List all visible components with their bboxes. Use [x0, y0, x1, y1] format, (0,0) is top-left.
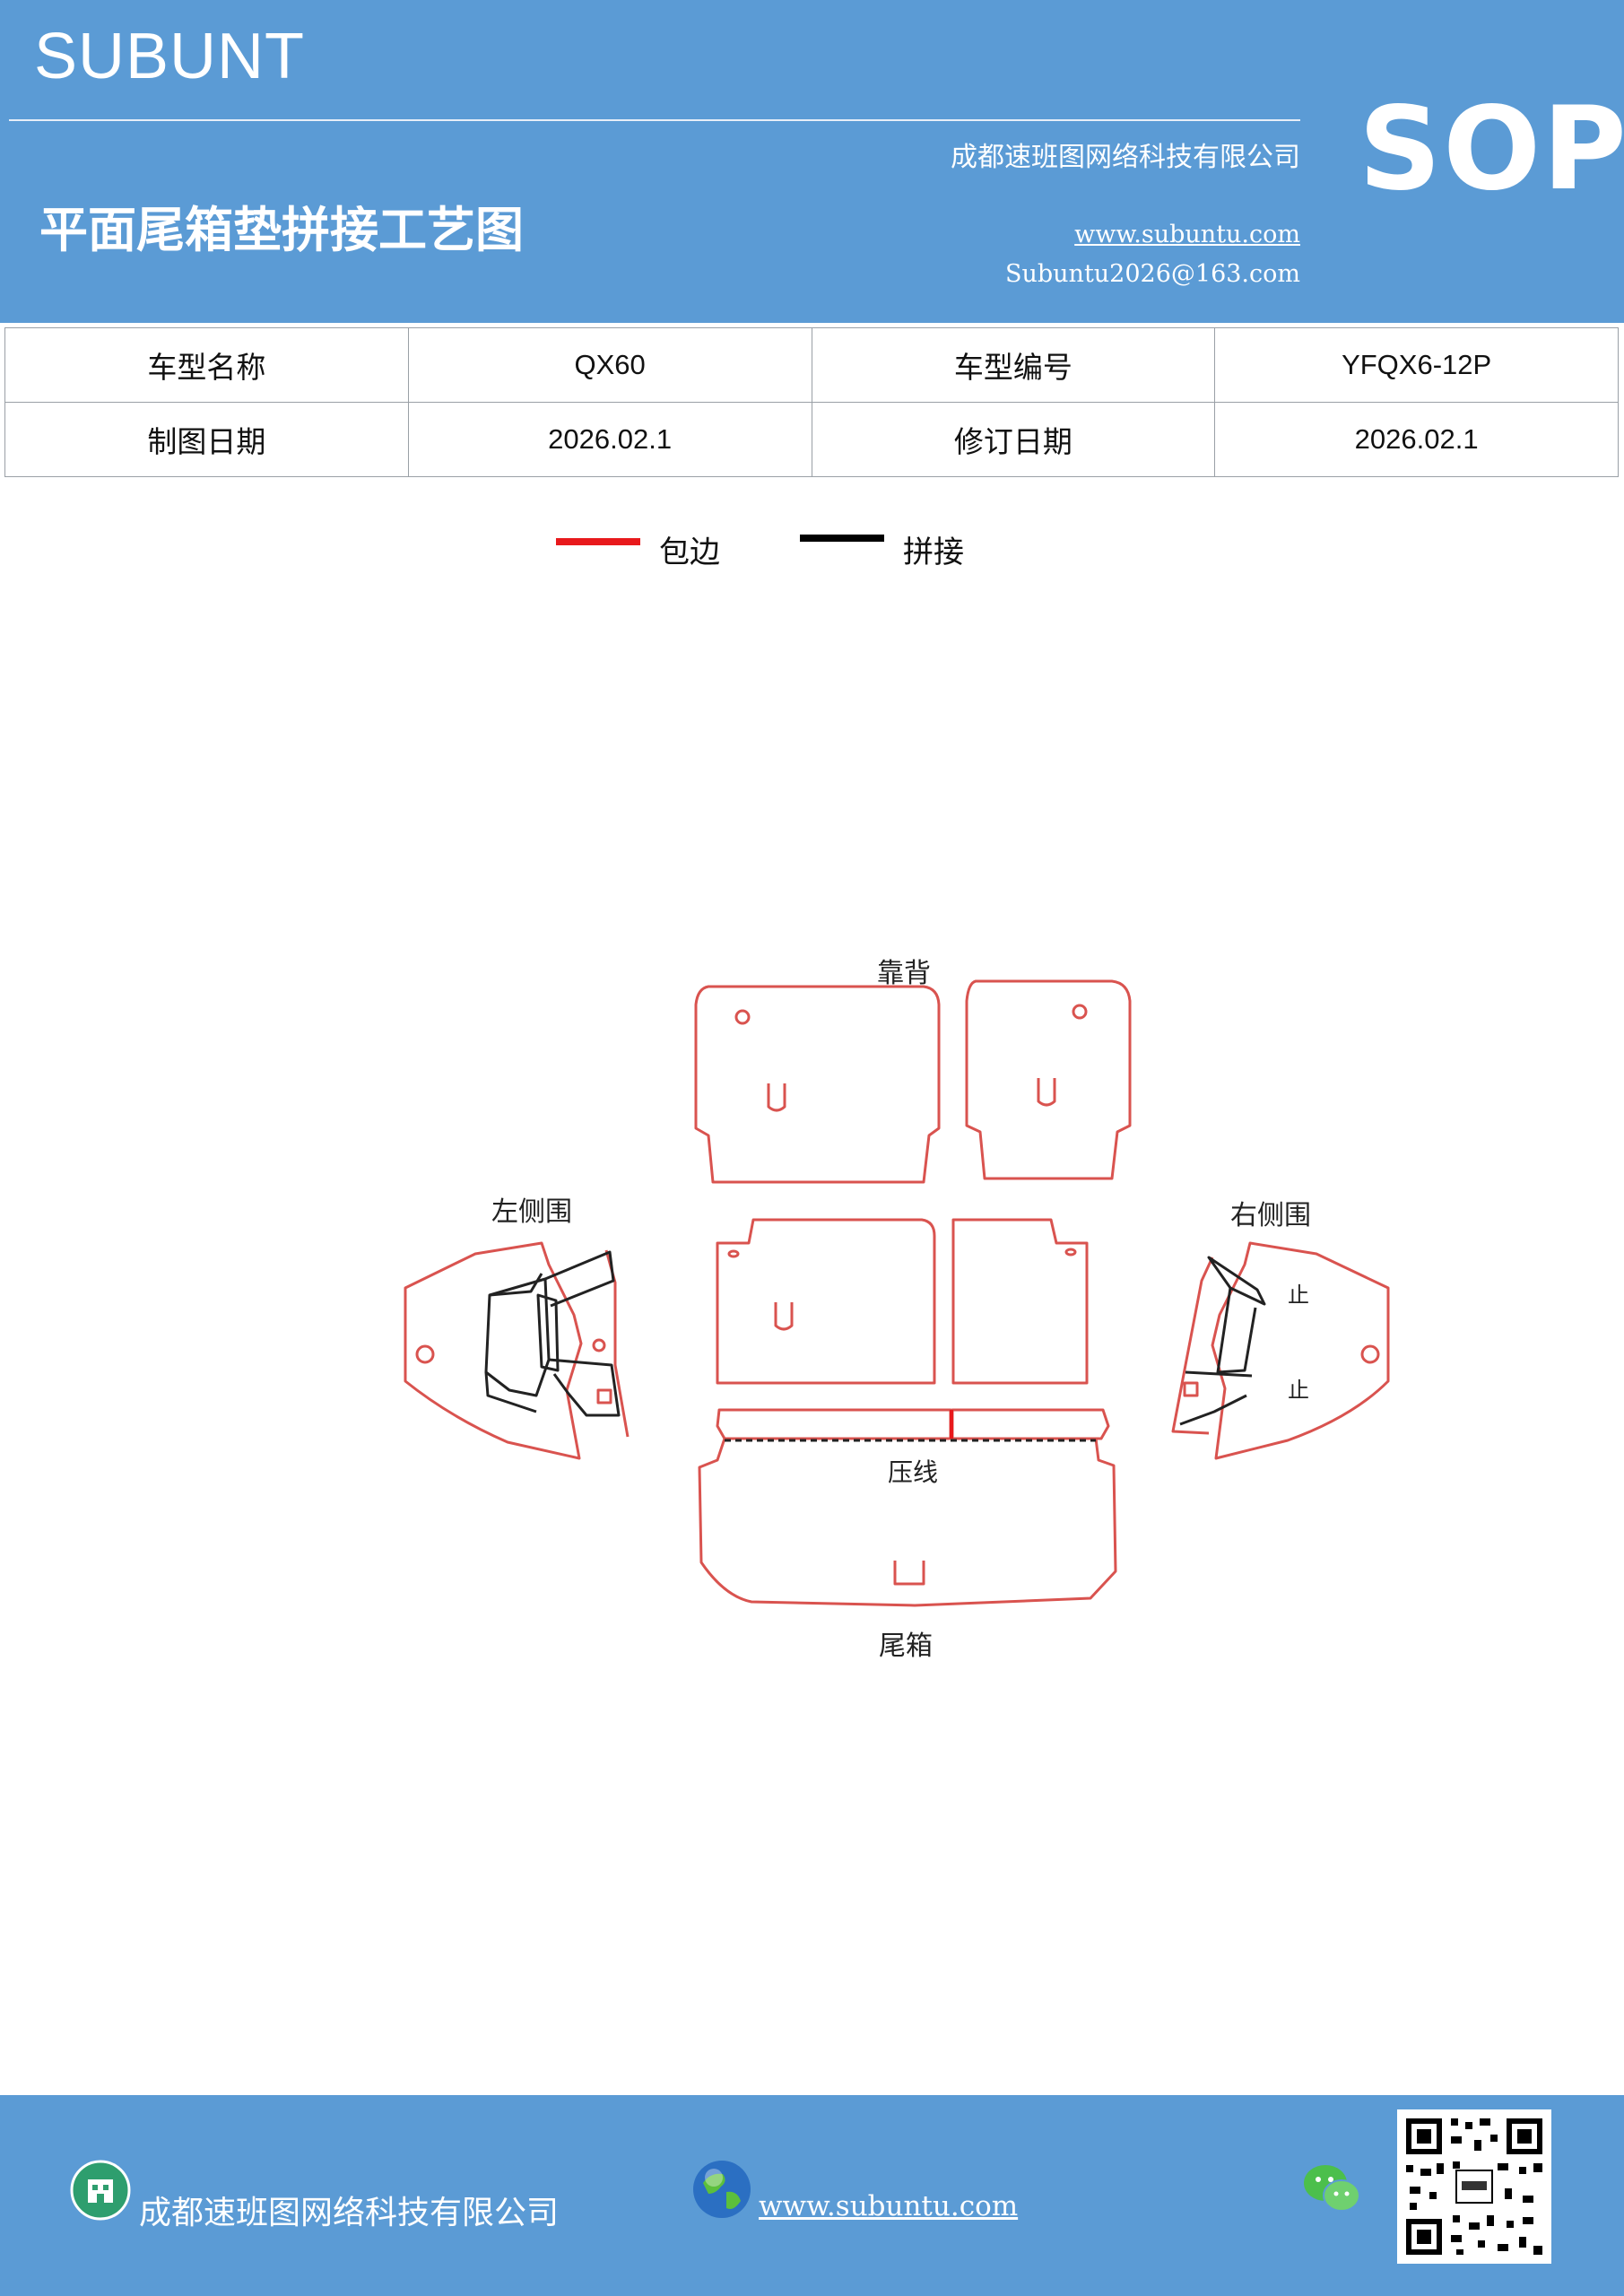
model-code-label: 车型编号	[811, 327, 1216, 403]
seam-line	[536, 1293, 560, 1372]
hole-marker	[415, 1344, 435, 1364]
backrest-left-piece	[694, 985, 941, 1184]
header-divider	[9, 119, 1300, 121]
draw-date-value: 2026.02.1	[407, 402, 812, 477]
marker-square	[596, 1388, 612, 1405]
sop-mark: SOP	[1359, 83, 1624, 216]
marker-square	[1183, 1381, 1199, 1397]
website-link[interactable]: www.subuntu.com	[1074, 221, 1300, 248]
info-table: 车型名称 QX60 车型编号 YFQX6-12P 制图日期 2026.02.1 …	[4, 327, 1619, 477]
trunk-strip-right	[951, 1408, 1110, 1440]
floor-right-piece	[951, 1218, 1089, 1385]
seam-line	[544, 1250, 615, 1308]
hole-marker	[1072, 1004, 1088, 1020]
seam-line	[548, 1358, 621, 1417]
revise-date-value: 2026.02.1	[1214, 402, 1619, 477]
trunk-main-piece	[698, 1437, 1117, 1607]
legend: 包边 拼接	[0, 520, 1624, 574]
legend-label-seam: 拼接	[903, 535, 964, 570]
building-icon	[70, 2160, 131, 2221]
notch-marker	[1037, 1078, 1056, 1107]
right-side-outer	[1211, 1241, 1390, 1460]
model-name-label: 车型名称	[4, 327, 409, 403]
hole-marker	[1064, 1248, 1077, 1257]
footer-company: 成都速班图网络科技有限公司	[139, 2195, 560, 2231]
legend-swatch-edge	[556, 538, 640, 545]
seam-line	[1185, 1370, 1253, 1378]
seam-line	[489, 1273, 543, 1297]
footer-website-link[interactable]: www.subuntu.com	[759, 2190, 1019, 2222]
hole-marker	[727, 1249, 740, 1258]
globe-icon	[693, 2161, 751, 2218]
backrest-right-piece	[965, 979, 1132, 1180]
label-backrest: 靠背	[877, 958, 931, 989]
label-crease: 压线	[888, 1457, 939, 1487]
label-left-side: 左侧围	[491, 1196, 572, 1228]
trunk-strip-left	[716, 1408, 952, 1440]
draw-date-label: 制图日期	[4, 402, 409, 477]
label-stop-2: 止	[1288, 1378, 1309, 1403]
left-side-outer	[404, 1241, 583, 1460]
right-side-inner-edge	[1171, 1257, 1214, 1435]
label-right-side: 右侧围	[1230, 1200, 1311, 1231]
table-row: 车型名称 QX60 车型编号 YFQX6-12P	[4, 327, 1619, 403]
floor-left-piece	[716, 1218, 936, 1385]
legend-swatch-seam	[800, 535, 884, 542]
wechat-icon	[1304, 2165, 1360, 2212]
label-stop-1: 止	[1288, 1283, 1309, 1308]
seam-line	[484, 1371, 537, 1413]
qr-code[interactable]	[1397, 2109, 1551, 2264]
hole-marker	[1360, 1344, 1380, 1364]
seam-line	[1216, 1287, 1257, 1374]
notch-marker	[767, 1083, 786, 1112]
hole-marker	[734, 1009, 751, 1025]
model-name-value: QX60	[407, 327, 812, 403]
hole-marker	[592, 1338, 606, 1352]
label-trunk: 尾箱	[879, 1631, 933, 1662]
table-row: 制图日期 2026.02.1 修订日期 2026.02.1	[4, 402, 1619, 477]
seam-line	[1179, 1394, 1247, 1426]
header-banner: SUBUNT 成都速班图网络科技有限公司 SOP 平面尾箱垫拼接工艺图 www.…	[0, 0, 1624, 323]
company-name: 成都速班图网络科技有限公司	[951, 142, 1300, 173]
trunk-notch	[893, 1561, 925, 1586]
seam-line	[1207, 1256, 1266, 1306]
page-title: 平面尾箱垫拼接工艺图	[39, 202, 524, 258]
brand-logo: SUBUNT	[34, 21, 306, 92]
email-text: Subuntu2026@163.com	[1005, 260, 1300, 288]
model-code-value: YFQX6-12P	[1214, 327, 1619, 403]
notch-marker	[774, 1302, 794, 1331]
legend-label-edge: 包边	[659, 535, 720, 570]
revise-date-label: 修订日期	[811, 402, 1216, 477]
